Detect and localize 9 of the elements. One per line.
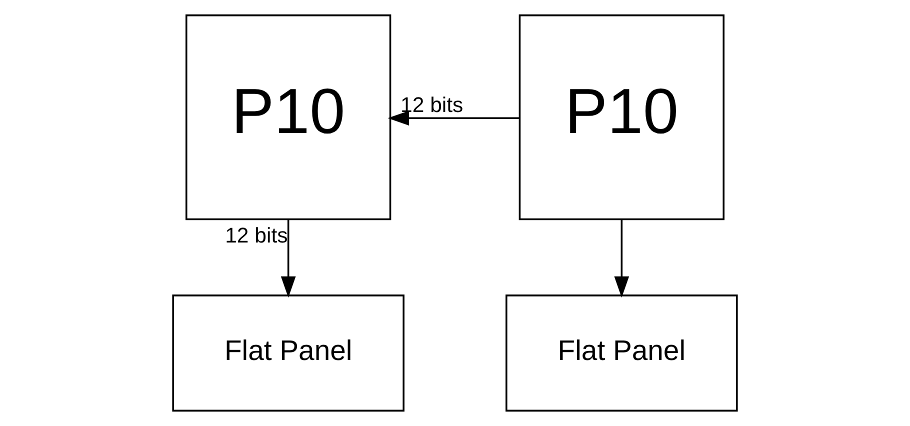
edge-label: 12 bits bbox=[225, 223, 288, 248]
edge-label: 12 bits bbox=[400, 93, 464, 118]
node-box: P10 bbox=[518, 14, 724, 220]
arrow bbox=[614, 219, 630, 298]
arrow bbox=[388, 110, 520, 126]
node-box: Flat Panel bbox=[506, 294, 738, 412]
node-box: P10 bbox=[186, 14, 392, 220]
node-box: Flat Panel bbox=[172, 294, 404, 412]
arrow bbox=[280, 219, 296, 298]
